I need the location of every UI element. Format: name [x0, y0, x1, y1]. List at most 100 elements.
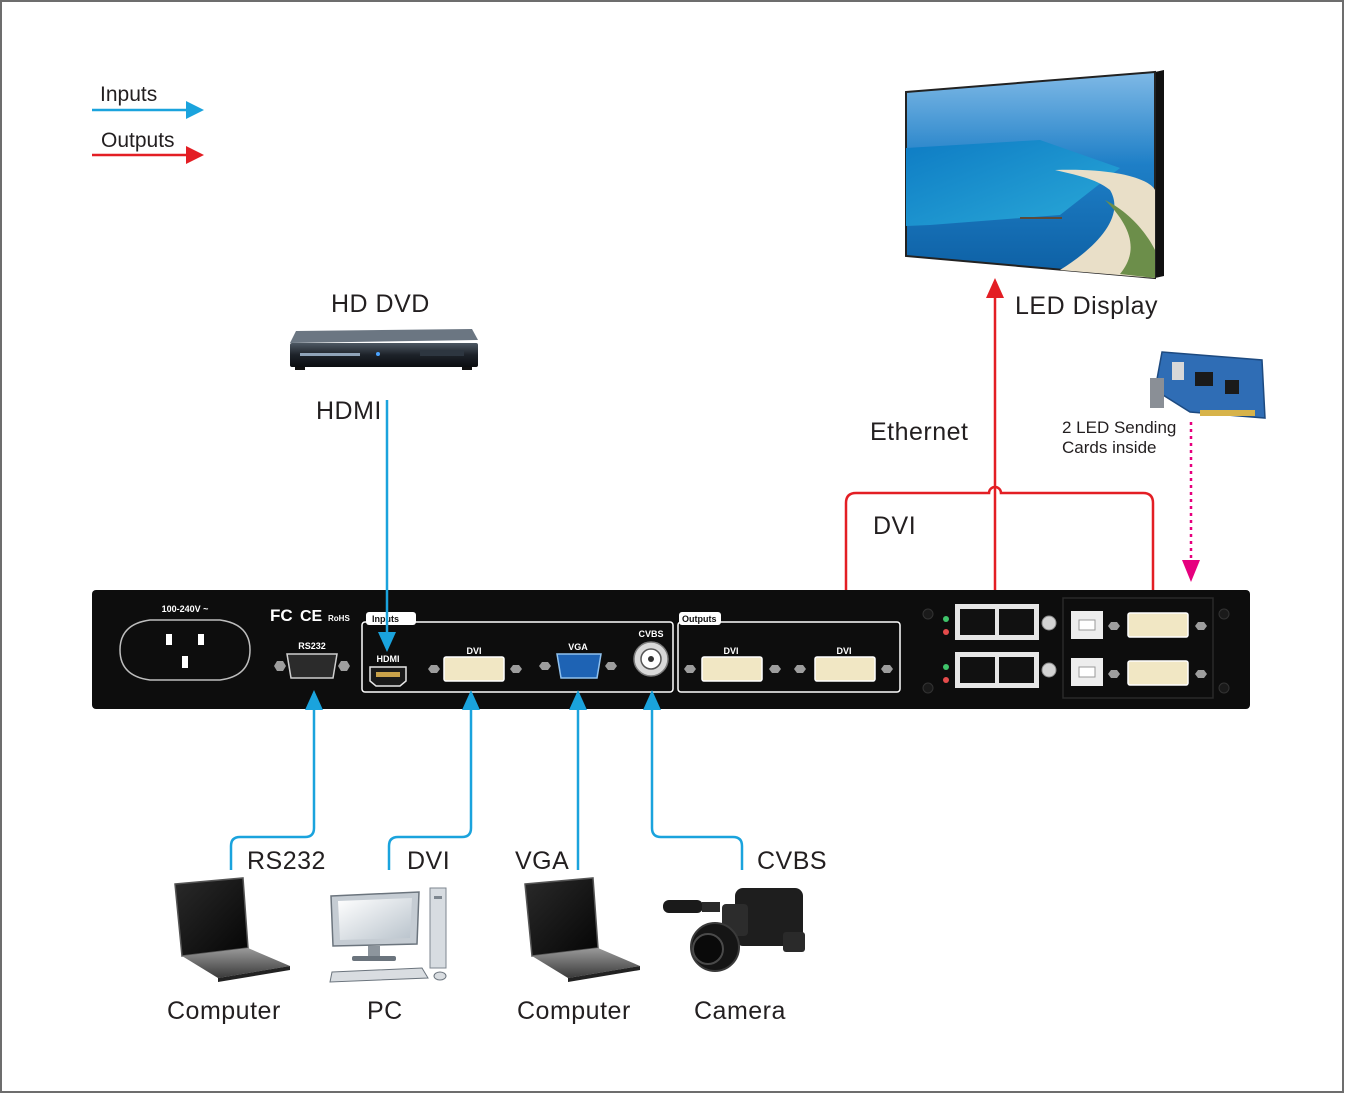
outputs-group-box	[677, 621, 901, 693]
camera-viewfinder	[783, 932, 805, 952]
card1-dvi-port	[1127, 612, 1189, 638]
led-display-trees	[1105, 200, 1155, 278]
ce-mark: CE	[300, 608, 323, 625]
vga-port	[556, 653, 602, 679]
rs232-port	[286, 653, 338, 679]
dvi-input-line	[387, 708, 473, 870]
hd-dvd-player	[290, 329, 478, 370]
sending-card	[1150, 351, 1266, 419]
dvi-out-1-label: DVI	[723, 646, 738, 656]
power-inlet-outline	[119, 619, 251, 681]
card-slot-screw-top-right	[1218, 608, 1230, 620]
dvi-in-screw-left	[428, 665, 440, 673]
dvi-connection-label: DVI	[407, 847, 450, 875]
rs232-input-arrow-icon	[305, 690, 323, 710]
cvbs-connection-label: CVBS	[757, 847, 827, 875]
rohs-mark: RoHS	[328, 614, 350, 623]
card2-knob	[1041, 662, 1057, 678]
pc-tower-drive	[434, 896, 442, 899]
inputs-group-box	[361, 621, 674, 693]
input-lines	[229, 400, 744, 870]
dvi-out-2-screw-left	[794, 665, 806, 673]
sending-card-gold-contacts	[1200, 410, 1255, 416]
camera-body	[735, 888, 803, 946]
pc-tower	[429, 887, 447, 969]
rear-panel: 100-240V ~ FC CE RoHS RS232 Inputs HDMI …	[92, 590, 1250, 709]
card2-led-red	[943, 677, 949, 683]
led-display-bezel-side	[1155, 70, 1164, 278]
dvi-out-1-screw-right	[769, 665, 781, 673]
pc-keyboard	[329, 967, 429, 983]
camera-lens	[692, 933, 724, 965]
pc-label: PC	[367, 997, 403, 1025]
card1-ethernet-port-2	[999, 609, 1034, 635]
legend: Inputs Outputs	[92, 83, 204, 164]
card2-ethernet-port-2	[999, 657, 1034, 683]
inputs-group-tab	[366, 612, 416, 625]
dvi-in-screw-right	[510, 665, 522, 673]
hdmi-port-label: HDMI	[377, 654, 400, 664]
rs232-connection-label: RS232	[247, 847, 326, 875]
dvi-output-label: DVI	[873, 512, 916, 540]
vga-port-label: VGA	[568, 642, 588, 652]
pc-mouse	[433, 971, 447, 981]
computer-vga-label: Computer	[517, 997, 631, 1025]
power-label: 100-240V ~	[162, 604, 209, 614]
card1-knob	[1041, 615, 1057, 631]
laptop-vga-screen	[524, 877, 599, 957]
outputs-group-tab	[679, 612, 721, 625]
led-display-beach	[1055, 169, 1155, 278]
sending-card-port	[1172, 362, 1184, 380]
ethernet-output-arrow-icon	[986, 278, 1004, 298]
power-inlet-pin-ground	[182, 656, 188, 668]
rs232-screw-left	[274, 661, 286, 671]
desktop-pc-icon	[329, 887, 447, 983]
card-slot-screw-bottom	[922, 682, 934, 694]
card2-ethernet-port-1	[960, 657, 995, 683]
pc-monitor-stand	[368, 946, 380, 956]
dvi-out-2-port	[814, 656, 876, 682]
hd-dvd-front	[290, 343, 478, 367]
camera-microphone	[663, 900, 703, 913]
cvbs-input-line	[650, 708, 744, 870]
vga-screw-left	[539, 662, 551, 670]
video-camera-icon	[663, 888, 805, 972]
power-inlet-pin-left	[166, 634, 172, 645]
sending-card-bracket	[1150, 378, 1164, 408]
ethernet-label: Ethernet	[870, 418, 969, 446]
card2-dvi-screw-right	[1195, 670, 1207, 678]
hd-dvd-foot-right	[462, 367, 472, 370]
rs232-input-line	[229, 708, 316, 870]
hdmi-connection-label: HDMI	[316, 397, 382, 425]
output-lines	[844, 278, 1162, 642]
card2-led-green	[943, 664, 949, 670]
laptop-rs232-edge	[218, 966, 290, 982]
card-slot-screw-bottom-right	[1218, 682, 1230, 694]
power-inlet-pin-right	[198, 634, 204, 645]
sending-cards-label-line2: Cards inside	[1062, 438, 1157, 457]
led-display-sea	[906, 140, 1120, 226]
legend-outputs-label: Outputs	[101, 129, 175, 152]
sending-cards-label-line1: 2 LED Sending	[1062, 418, 1176, 437]
hd-dvd-label: HD DVD	[331, 290, 430, 318]
computer-rs232-label: Computer	[167, 997, 281, 1025]
led-display	[905, 70, 1164, 280]
legend-inputs-label: Inputs	[100, 83, 157, 106]
laptop-vga-icon	[524, 877, 640, 982]
card-slot-screw-top	[922, 608, 934, 620]
card1-ethernet-port-1	[960, 609, 995, 635]
laptop-rs232-icon	[174, 877, 290, 982]
vga-connection-label: VGA	[515, 847, 569, 875]
hd-dvd-foot-left	[295, 367, 305, 370]
rs232-port-label: RS232	[298, 641, 326, 651]
card1-led-green	[943, 616, 949, 622]
card1-usb-socket	[1078, 619, 1096, 631]
hd-dvd-led	[376, 352, 380, 356]
hd-dvd-disc-slot	[300, 353, 360, 356]
hd-dvd-top	[290, 329, 478, 343]
hdmi-port-contacts	[376, 672, 400, 677]
card2-dvi-screw-left	[1108, 670, 1120, 678]
pc-monitor-base	[352, 956, 396, 961]
